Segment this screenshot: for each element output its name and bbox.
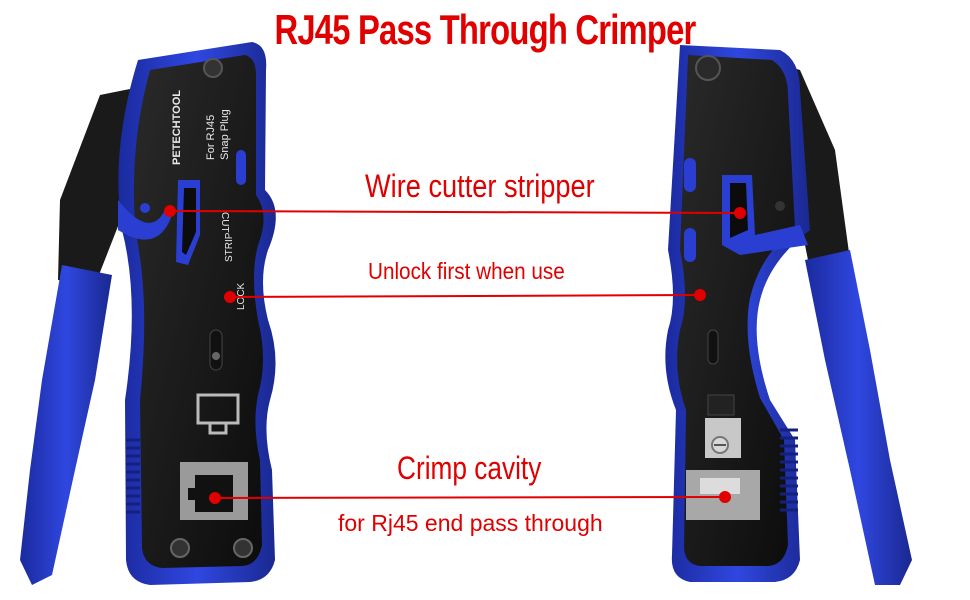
left-crimper: PETECHTOOL For RJ45 Snap Plug CUT STRIP … bbox=[20, 42, 276, 585]
page-title: RJ45 Pass Through Crimper bbox=[274, 6, 696, 53]
right-lock-switch bbox=[707, 329, 719, 365]
left-lock-switch bbox=[209, 329, 223, 371]
left-rj45-icon bbox=[196, 393, 240, 435]
left-bottom-screw-2 bbox=[233, 538, 253, 558]
left-bottom-screw-1 bbox=[170, 538, 190, 558]
unlock-dot-right bbox=[694, 289, 706, 301]
cutter-callout-line bbox=[169, 210, 741, 214]
unlock-callout-line bbox=[229, 294, 701, 298]
left-faceplate bbox=[133, 55, 264, 568]
crimp-dot-left bbox=[209, 492, 221, 504]
left-crimp-cavity bbox=[180, 462, 248, 520]
left-model-text-1: For RJ45 bbox=[205, 115, 217, 160]
left-cutter-blade bbox=[182, 188, 196, 255]
left-top-screw bbox=[203, 58, 223, 78]
unlock-label: Unlock first when use bbox=[368, 258, 565, 284]
callout-dots bbox=[164, 205, 746, 504]
left-indicator-dot bbox=[140, 203, 150, 213]
left-jaw-arch bbox=[118, 200, 172, 240]
right-rear-handle-grip bbox=[805, 250, 912, 585]
wire-cutter-label: Wire cutter stripper bbox=[365, 168, 595, 204]
left-strip-text: STRIP bbox=[224, 232, 235, 262]
left-grip-ridges bbox=[126, 438, 140, 514]
pass-through-label: for Rj45 end pass through bbox=[338, 510, 603, 536]
right-grip-ridges bbox=[780, 428, 798, 512]
right-indicator-slot-1 bbox=[684, 158, 696, 192]
left-rear-handle-grip bbox=[20, 265, 112, 585]
left-cut-text: CUT bbox=[219, 212, 230, 233]
left-brand-text: PETECHTOOL bbox=[171, 90, 183, 165]
left-lock-knob bbox=[212, 352, 220, 360]
right-small-screw bbox=[775, 201, 785, 211]
right-indicator-slot-2 bbox=[684, 228, 696, 262]
crimp-dot-right bbox=[719, 491, 731, 503]
right-crimper bbox=[665, 45, 912, 585]
left-model-text-2: Snap Plug bbox=[219, 109, 231, 160]
right-top-screw bbox=[695, 55, 721, 81]
crimp-callout-line bbox=[214, 496, 726, 499]
unlock-dot-left bbox=[224, 291, 236, 303]
callout-lines bbox=[169, 210, 741, 499]
cutter-dot-left bbox=[164, 205, 176, 217]
left-indicator-slot bbox=[236, 150, 246, 185]
crimp-cavity-label: Crimp cavity bbox=[397, 450, 542, 486]
cutter-dot-right bbox=[734, 207, 746, 219]
